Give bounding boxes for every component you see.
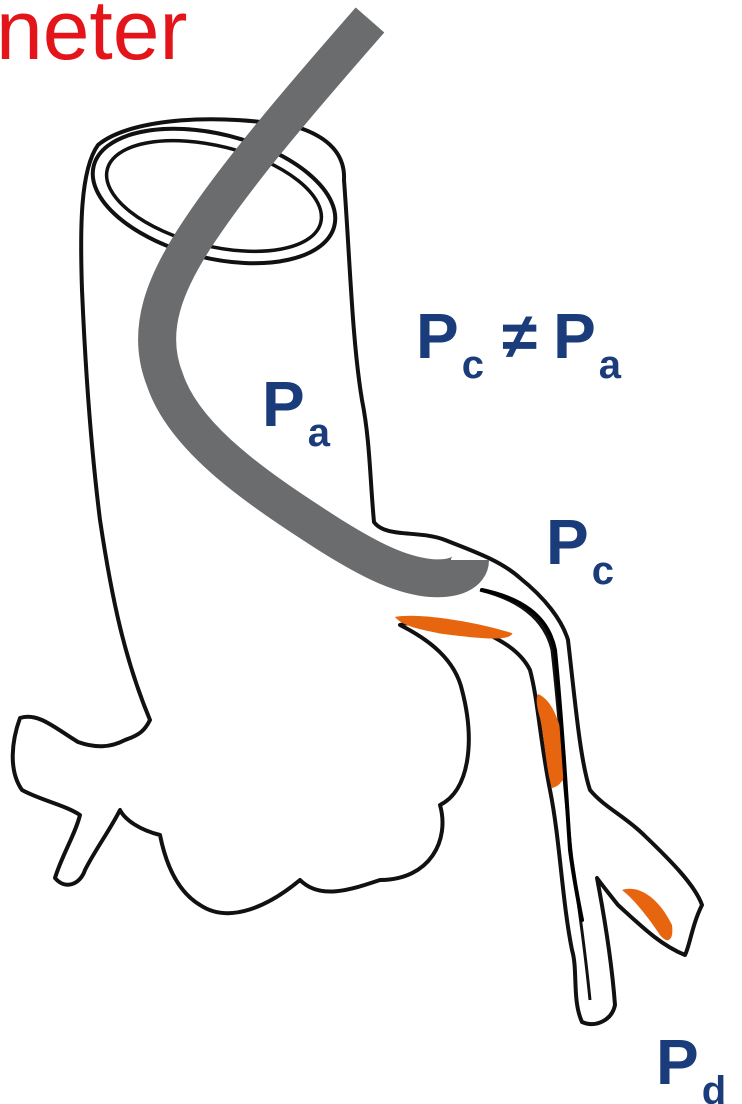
label-pc-main: P — [546, 506, 589, 578]
coronary-inner-wall — [480, 590, 590, 1000]
label-pa-sub: a — [308, 411, 330, 455]
label-pd-sub: d — [702, 1069, 726, 1104]
comparison-left-main: P — [416, 300, 459, 372]
label-pc-sub: c — [592, 549, 614, 593]
comparison-operator: ≠ — [502, 300, 537, 372]
comparison-right-main: P — [553, 300, 596, 372]
label-pd: Pd — [656, 1030, 726, 1094]
comparison-left-sub: c — [462, 343, 484, 387]
label-pc: Pc — [546, 510, 614, 574]
label-comparison: Pc≠Pa — [416, 304, 621, 368]
label-pa: Pa — [262, 372, 330, 436]
label-pd-main: P — [656, 1026, 699, 1098]
label-pa-main: P — [262, 368, 305, 440]
comparison-right-sub: a — [599, 343, 621, 387]
